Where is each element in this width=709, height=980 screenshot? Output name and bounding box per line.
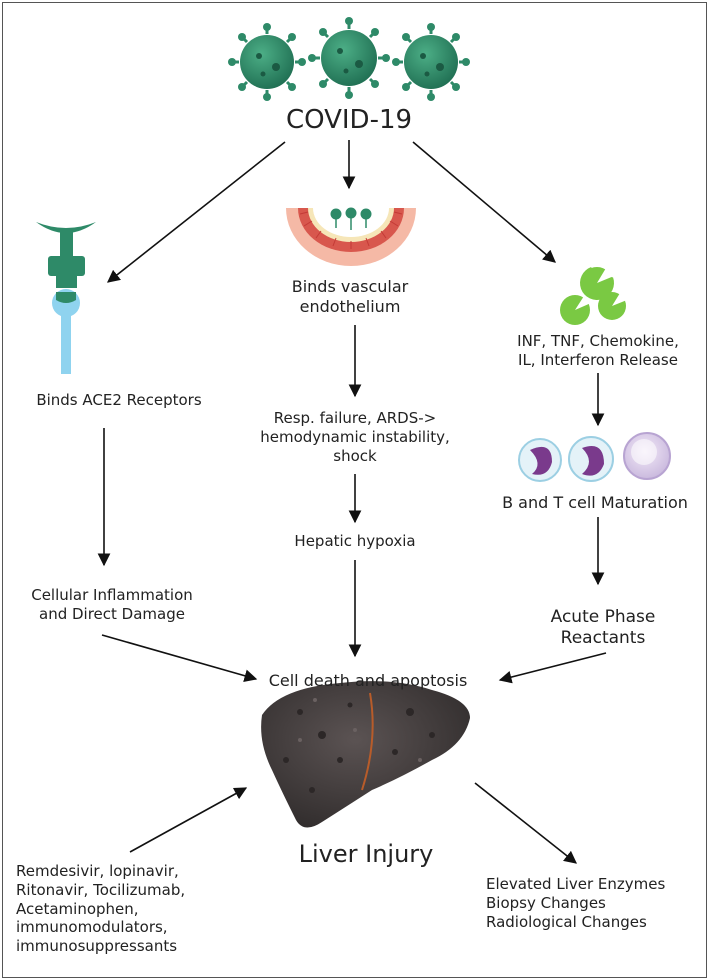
node-acute-phase: Acute Phase Reactants	[518, 607, 688, 650]
arrow-liver-outcomes	[474, 782, 578, 864]
arrow-covid-ace2	[106, 141, 286, 283]
outcome-item: Elevated Liver Enzymes	[486, 875, 666, 893]
arrow-drugs-liver	[129, 787, 248, 853]
node-resp-line3: shock	[333, 446, 377, 465]
node-acute-line2: Reactants	[560, 628, 646, 649]
virus-icon	[228, 17, 470, 101]
node-acute-line1: Acute Phase	[550, 607, 656, 627]
node-inflammation-line2: and Direct Damage	[39, 604, 185, 623]
cytokine-icon	[560, 267, 627, 325]
node-cytokine-line1: INF, TNF, Chemokine,	[517, 332, 679, 350]
node-resp: Resp. failure, ARDS-> hemodynamic instab…	[232, 409, 478, 465]
drug-item: Ritonavir, Tocilizumab,	[16, 880, 186, 899]
drug-item: immunosuppressants	[16, 937, 178, 955]
outcome-item: Radiological Changes	[486, 912, 647, 931]
node-bt-cell: B and T cell Maturation	[502, 493, 688, 512]
drug-item: Acetaminophen,	[16, 899, 139, 918]
drug-list: Remdesivir, lopinavir, Ritonavir, Tocili…	[16, 862, 185, 956]
node-inflammation: Cellular Inflammation and Direct Damage	[14, 586, 210, 624]
node-ace2: Binds ACE2 Receptors	[36, 391, 202, 409]
outcome-item: Biopsy Changes	[486, 893, 606, 912]
node-vascular-line1: Binds vascular	[291, 277, 409, 296]
node-cytokine-line2: IL, Interferon Release	[518, 350, 678, 369]
node-vascular: Binds vascular endothelium	[250, 277, 450, 317]
diagram-title: COVID-19	[285, 105, 413, 135]
ace2-receptor-icon	[36, 222, 96, 374]
liver-icon	[261, 681, 470, 828]
node-resp-line2: hemodynamic instability,	[260, 427, 450, 446]
drug-item: immunomodulators,	[16, 918, 168, 937]
arrow-covid-cytokine	[412, 141, 556, 263]
lymphocyte-icon	[518, 432, 671, 482]
node-cell-death: Cell death and apoptosis	[268, 671, 468, 690]
node-hypoxia: Hepatic hypoxia	[294, 532, 416, 550]
arrow-acute-death	[498, 652, 607, 684]
node-resp-line1: Resp. failure, ARDS->	[273, 409, 437, 427]
outcome-list: Elevated Liver Enzymes Biopsy Changes Ra…	[486, 875, 665, 931]
node-vascular-line2: endothelium	[299, 297, 401, 316]
node-cytokine: INF, TNF, Chemokine, IL, Interferon Rele…	[488, 332, 708, 370]
arrow-inflam-death	[101, 634, 258, 682]
blood-vessel-icon	[286, 207, 416, 266]
node-inflammation-line1: Cellular Inflammation	[31, 586, 193, 604]
drug-item: Remdesivir, lopinavir,	[16, 862, 179, 880]
node-liver-injury: Liver Injury	[298, 840, 434, 868]
